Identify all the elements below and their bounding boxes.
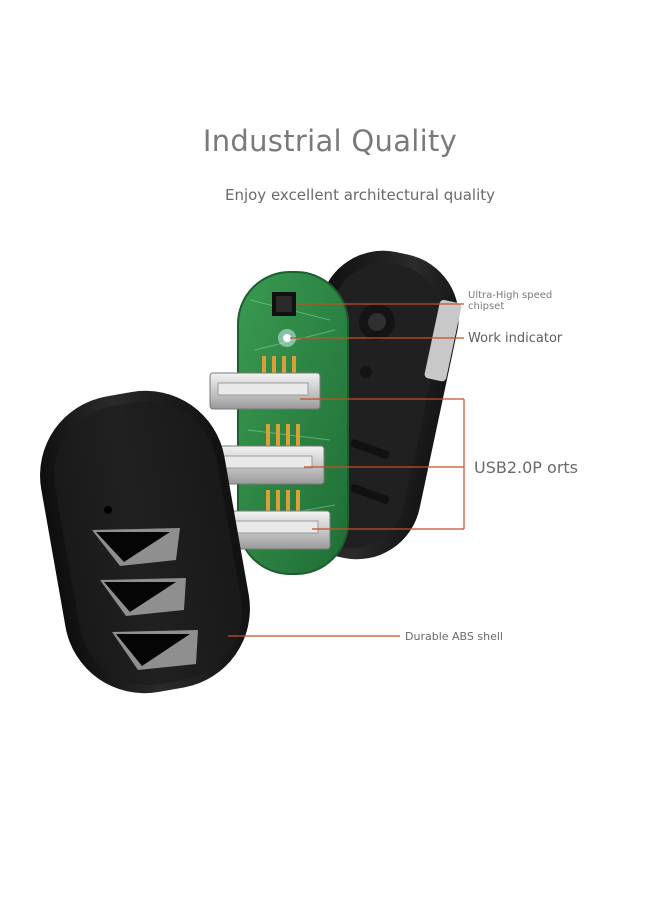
usb-port-1	[209, 372, 321, 410]
callout-work-indicator: Work indicator	[468, 331, 563, 346]
page-subtitle: Enjoy excellent architectural quality	[224, 186, 496, 204]
callout-chipset-line1: Ultra-High speed	[468, 290, 553, 301]
front-shell	[40, 390, 250, 694]
callout-abs-shell: Durable ABS shell	[405, 630, 503, 643]
callout-usb-ports: USB2.0P orts	[474, 458, 578, 477]
callout-chipset: Ultra-High speed chipset	[468, 290, 552, 312]
led-indicator-icon	[278, 329, 296, 347]
page-title: Industrial Quality	[202, 124, 458, 158]
callout-leader-lines	[228, 303, 465, 637]
usb-port-3	[221, 510, 331, 550]
callout-chipset-line2: chipset	[468, 301, 505, 312]
usb-port-2	[211, 445, 325, 485]
chipset-icon	[272, 292, 296, 316]
